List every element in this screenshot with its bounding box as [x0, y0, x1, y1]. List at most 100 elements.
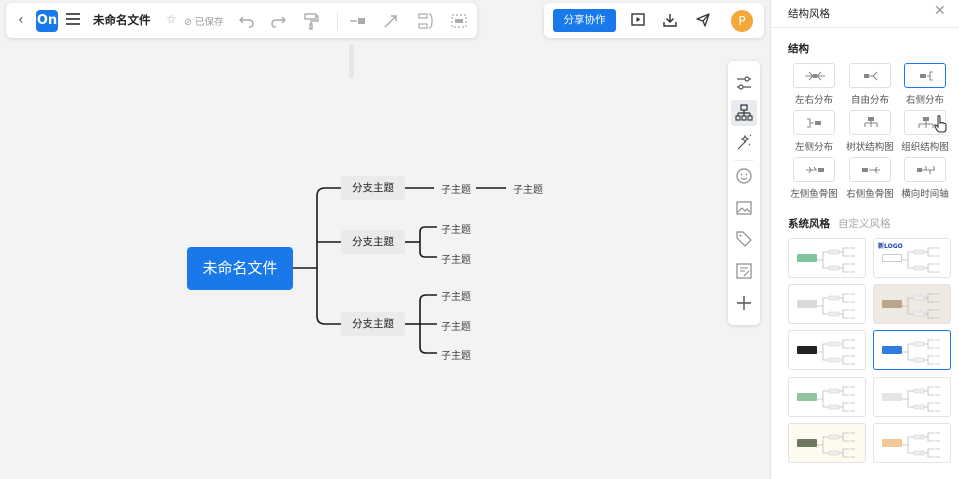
mindmap-canvas[interactable]: 未命名文件 分支主题 分支主题 分支主题 子主题 子主题 子主题 子主题 子主题… — [0, 0, 770, 479]
style-option-8[interactable] — [873, 377, 951, 417]
structure-option-4[interactable] — [793, 110, 835, 135]
subtopic-3-3[interactable]: 子主题 — [441, 351, 471, 362]
hand-pointer-cursor-icon — [934, 115, 947, 133]
structure-option-2[interactable] — [849, 63, 891, 88]
structure-style-button[interactable] — [731, 100, 757, 126]
document-title[interactable]: 未命名文件 — [93, 13, 151, 27]
branch-topic-1[interactable]: 分支主题 — [341, 176, 405, 200]
structure-option-5[interactable] — [849, 110, 891, 135]
present-play-icon[interactable] — [630, 12, 646, 28]
style-tabs: 系统风格自定义风格 — [788, 216, 891, 231]
style-preview-node — [882, 393, 902, 401]
style-preview-tree — [902, 432, 940, 458]
tab-system-style[interactable]: 系统风格 — [788, 218, 830, 230]
top-left-toolbar: ‹ On 未命名文件 ☆ ⊘ 已保存 — [6, 3, 477, 38]
structure-preview-icon — [864, 117, 878, 127]
toolbar-divider — [337, 12, 338, 30]
style-option-6[interactable] — [873, 330, 951, 370]
style-preview-tree — [902, 339, 940, 365]
style-preview-tree — [817, 293, 855, 319]
structure-option-8[interactable] — [849, 157, 891, 182]
top-right-toolbar: 分享协作 P — [544, 3, 764, 38]
structure-preview-icon — [918, 117, 934, 128]
share-collaborate-button[interactable]: 分享协作 — [553, 9, 616, 32]
undo-icon[interactable] — [237, 11, 257, 31]
style-preview-node — [882, 254, 902, 262]
image-icon[interactable] — [734, 198, 754, 218]
style-preview-node — [797, 393, 817, 401]
subtopic-3-2[interactable]: 子主题 — [441, 322, 471, 333]
panel-title: 结构风格 — [788, 8, 830, 20]
chevron-left-icon[interactable]: ‹ — [18, 12, 24, 28]
subtopic-2-2[interactable]: 子主题 — [441, 255, 471, 266]
style-option-5[interactable] — [788, 330, 866, 370]
app-logo[interactable]: On — [36, 10, 58, 32]
structure-option-9[interactable] — [904, 157, 946, 182]
style-option-4[interactable] — [873, 284, 951, 324]
star-outline-icon[interactable]: ☆ — [166, 12, 177, 26]
structure-option-label: 横向时间轴 — [901, 189, 949, 200]
style-option-2[interactable]: 新LOGO — [873, 238, 951, 278]
style-option-10[interactable] — [873, 423, 951, 463]
root-topic[interactable]: 未命名文件 — [187, 247, 293, 290]
mindmap-connectors — [293, 187, 506, 354]
style-preview-tree — [902, 386, 940, 412]
structure-option-label: 左右分布 — [794, 95, 833, 106]
structure-section-title: 结构 — [788, 43, 809, 55]
redo-icon[interactable] — [268, 11, 288, 31]
settings-sliders-icon[interactable] — [734, 73, 754, 93]
download-icon[interactable] — [662, 12, 678, 28]
style-option-9[interactable] — [788, 423, 866, 463]
style-option-3[interactable] — [788, 284, 866, 324]
panel-divider — [771, 27, 959, 28]
insert-relation-icon[interactable] — [381, 11, 401, 31]
style-preview-node — [882, 300, 902, 308]
subtopic-1-1[interactable]: 子主题 — [441, 185, 471, 196]
subtopic-2-1[interactable]: 子主题 — [441, 225, 471, 236]
magic-wand-icon[interactable] — [734, 133, 754, 153]
style-option-1[interactable] — [788, 238, 866, 278]
structure-option-label: 左侧分布 — [794, 142, 833, 153]
structure-preview-icon — [920, 71, 933, 81]
style-option-7[interactable] — [788, 377, 866, 417]
subtopic-3-1[interactable]: 子主题 — [441, 292, 471, 303]
structure-option-7[interactable] — [793, 157, 835, 182]
summary-icon[interactable] — [416, 11, 436, 31]
structure-preview-icon — [805, 71, 825, 81]
add-icon[interactable] — [734, 293, 754, 313]
note-icon[interactable] — [734, 261, 754, 281]
canvas-scrollbar[interactable] — [349, 44, 354, 78]
style-preview-tree — [817, 432, 855, 458]
structure-preview-icon — [917, 166, 935, 174]
boundary-icon[interactable] — [449, 11, 469, 31]
structure-preview-icon — [862, 166, 880, 174]
style-badge: 新LOGO — [878, 243, 903, 250]
structure-option-1[interactable] — [793, 63, 835, 88]
subtopic-1-1-1[interactable]: 子主题 — [513, 185, 543, 196]
tag-icon[interactable] — [734, 229, 754, 249]
send-icon[interactable] — [695, 12, 711, 28]
structure-option-label: 组织结构图 — [901, 142, 949, 153]
hamburger-menu-icon[interactable] — [66, 13, 80, 25]
structure-option-label: 右侧分布 — [905, 95, 944, 106]
close-icon[interactable]: ✕ — [934, 3, 946, 19]
insert-subtopic-icon[interactable] — [348, 11, 368, 31]
format-painter-icon[interactable] — [301, 11, 321, 31]
side-toolbar — [728, 61, 760, 325]
emoji-icon[interactable] — [734, 166, 754, 186]
style-preview-tree — [817, 339, 855, 365]
structure-option-label: 自由分布 — [850, 95, 889, 106]
style-preview-tree — [902, 247, 940, 273]
structure-option-label: 树状结构图 — [846, 142, 894, 153]
save-status: ⊘ 已保存 — [184, 17, 224, 28]
structure-preview-icon — [864, 71, 878, 81]
branch-topic-2[interactable]: 分支主题 — [341, 230, 405, 254]
style-preview-node — [797, 346, 817, 354]
avatar[interactable]: P — [731, 10, 753, 32]
structure-option-3[interactable] — [904, 63, 946, 88]
style-preview-node — [797, 300, 817, 308]
tab-custom-style[interactable]: 自定义风格 — [838, 218, 891, 230]
branch-topic-3[interactable]: 分支主题 — [341, 312, 405, 336]
style-preview-tree — [817, 247, 855, 273]
style-preview-node — [882, 346, 902, 354]
